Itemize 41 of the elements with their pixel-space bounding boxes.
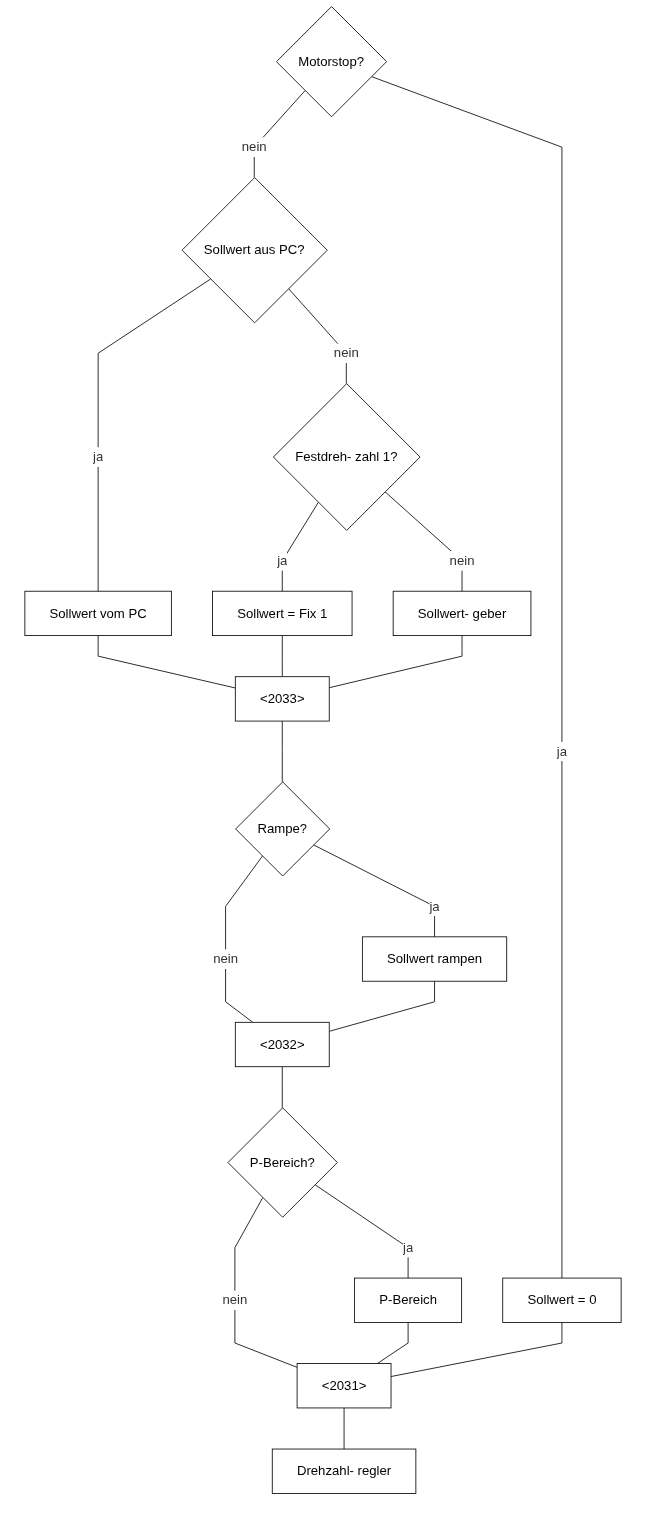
node-box: <2033> <box>234 676 330 722</box>
edge-label: ja <box>402 1240 414 1255</box>
connector <box>370 76 563 1279</box>
connector <box>281 720 283 783</box>
edge-label: nein <box>213 951 239 966</box>
node-box: Sollwert- geber <box>392 590 532 636</box>
connector <box>343 1407 345 1450</box>
node-box: Sollwert vom PC <box>24 590 172 636</box>
connector <box>225 855 263 1023</box>
edge-label: nein <box>333 345 359 360</box>
connector <box>313 844 435 938</box>
node-diamond: Sollwert aus PC? <box>181 177 328 324</box>
edge-label: ja <box>93 449 104 464</box>
connector <box>376 1322 409 1364</box>
node-diamond: Rampe? <box>235 781 331 877</box>
node-box: Sollwert rampen <box>361 936 508 982</box>
node-diamond: Festdreh- zahl 1? <box>272 383 421 531</box>
edge-label: nein <box>222 1292 248 1307</box>
connector <box>328 980 435 1032</box>
node-box: <2031> <box>296 1363 392 1409</box>
connector <box>97 635 236 689</box>
connector <box>234 1197 298 1368</box>
node-box: Drehzahl- regler <box>271 1448 417 1494</box>
node-diamond: P-Bereich? <box>227 1107 338 1218</box>
edge-label: nein <box>241 139 267 154</box>
node-box: Sollwert = Fix 1 <box>212 590 353 636</box>
connector <box>390 1322 563 1377</box>
connector <box>314 1184 409 1279</box>
node-box: <2032> <box>234 1021 330 1068</box>
connector <box>281 501 319 592</box>
connector <box>281 1066 283 1109</box>
node-diamond: Motorstop? <box>276 6 388 118</box>
node-box: Sollwert = 0 <box>502 1277 622 1323</box>
edge-label: ja <box>429 899 440 913</box>
edge-label: ja <box>277 553 288 568</box>
node-box: P-Bereich <box>354 1277 463 1323</box>
edge-label: nein <box>449 553 475 568</box>
edge-label: ja <box>556 744 568 759</box>
connector <box>97 278 211 592</box>
connector <box>328 635 463 689</box>
connector <box>281 635 283 678</box>
